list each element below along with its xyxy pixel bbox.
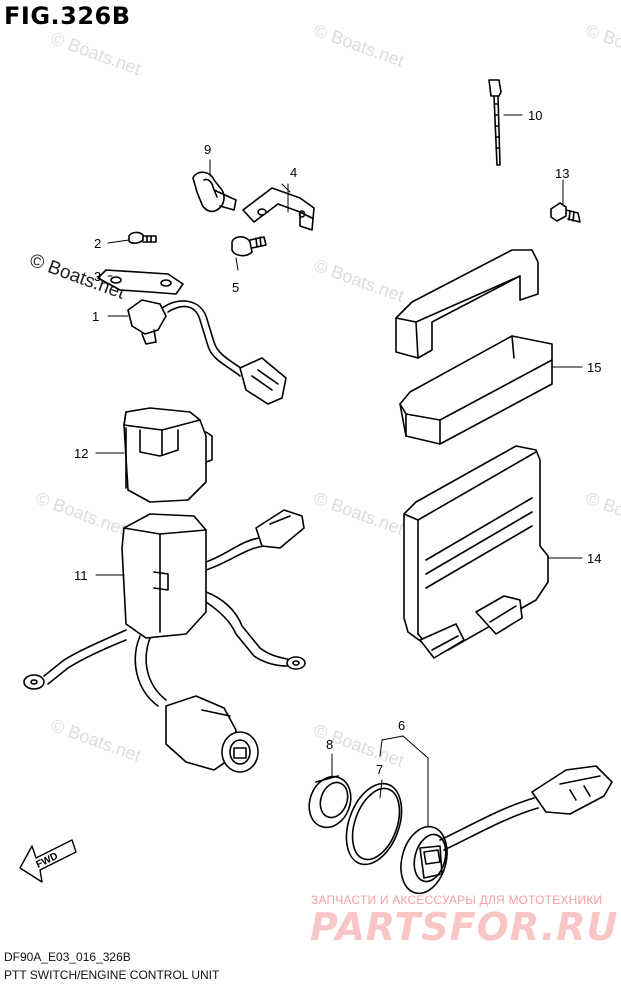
part-bolt-13 <box>550 202 581 223</box>
leader-lines <box>95 114 583 827</box>
callout-7: 7 <box>376 762 383 777</box>
callout-4: 4 <box>290 165 297 180</box>
callout-6: 6 <box>398 718 405 733</box>
part-grommet <box>308 775 352 829</box>
part-clamp <box>192 171 237 213</box>
part-screw-2 <box>128 231 157 244</box>
watermark-ru-tagline: ЗАПЧАСТИ И АКСЕССУАРЫ ДЛЯ МОТОТЕХНИКИ <box>311 893 603 907</box>
diagram-code: DF90A_E03_016_326B <box>4 950 131 964</box>
callout-3: 3 <box>94 269 101 284</box>
part-ecu-holder <box>395 249 553 445</box>
part-o-ring <box>345 782 403 866</box>
part-sensor <box>127 299 287 405</box>
diagram-description: PTT SWITCH/ENGINE CONTROL UNIT <box>4 968 220 982</box>
part-ecu <box>403 445 549 659</box>
part-plate <box>97 269 184 295</box>
fwd-arrow <box>19 839 77 883</box>
part-relay-cover <box>123 407 213 503</box>
callout-12: 12 <box>74 446 88 461</box>
callout-5: 5 <box>232 280 239 295</box>
callout-10: 10 <box>528 108 542 123</box>
figure-title: FIG.326B <box>4 2 131 30</box>
callout-13: 13 <box>555 166 569 181</box>
callout-15: 15 <box>587 360 601 375</box>
callout-9: 9 <box>204 142 211 157</box>
part-ptt-switch <box>400 765 613 895</box>
part-screw-5 <box>231 236 267 257</box>
callout-8: 8 <box>326 737 333 752</box>
callout-1: 1 <box>92 309 99 324</box>
callout-11: 11 <box>74 568 88 583</box>
part-cable-tie <box>488 79 502 166</box>
callout-2: 2 <box>94 236 101 251</box>
callout-14: 14 <box>587 551 601 566</box>
part-bracket <box>242 187 315 231</box>
watermark-ru-site: PARTSFOR.RU <box>310 905 619 949</box>
fwd-label: FWD <box>34 851 59 871</box>
part-harness <box>23 509 306 773</box>
